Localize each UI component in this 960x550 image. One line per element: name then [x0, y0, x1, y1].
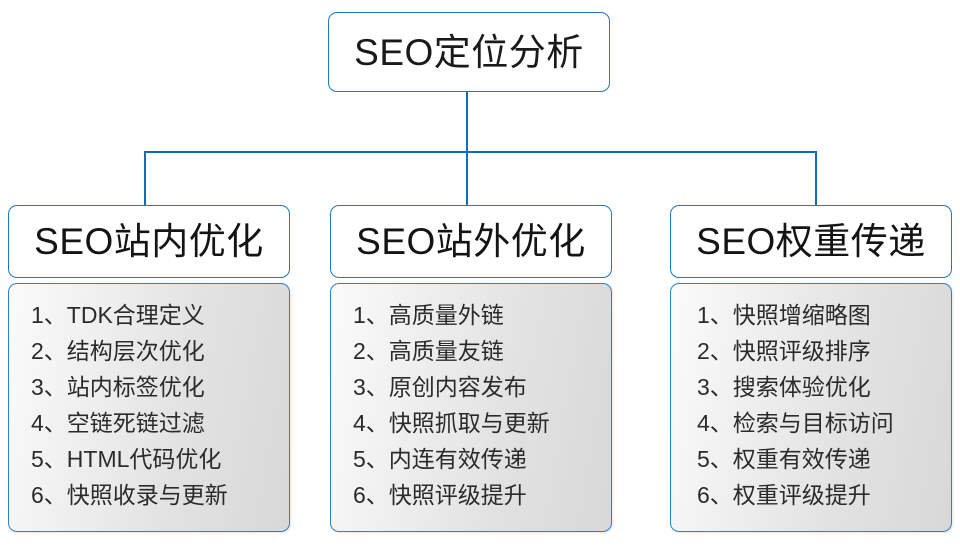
item-index: 4、: [353, 410, 389, 436]
branch-body-1: 1、 TDK合理定义 2、 结构层次优化 3、 站内标签优化 4、 空链死链过滤…: [8, 283, 290, 532]
list-item: 2、 结构层次优化: [31, 333, 289, 369]
item-index: 6、: [31, 482, 67, 508]
connector-branch-vertical-right: [815, 151, 817, 206]
item-index: 1、: [697, 302, 733, 328]
list-item: 1、 高质量外链: [353, 297, 611, 333]
branch-header-label-2: SEO站外优化: [356, 221, 586, 262]
item-index: 1、: [353, 302, 389, 328]
item-index: 3、: [697, 374, 733, 400]
list-item: 3、 站内标签优化: [31, 369, 289, 405]
branch-header-2[interactable]: SEO站外优化: [330, 205, 612, 278]
item-index: 4、: [31, 410, 67, 436]
item-label: 权重有效传递: [732, 446, 871, 472]
list-item: 4、 空链死链过滤: [31, 405, 289, 441]
list-item: 6、 权重评级提升: [697, 477, 951, 513]
branch-header-3[interactable]: SEO权重传递: [670, 205, 952, 278]
item-label: 高质量外链: [388, 302, 504, 328]
list-item: 3、 搜索体验优化: [697, 369, 951, 405]
item-list-2: 1、 高质量外链 2、 高质量友链 3、 原创内容发布 4、 快照抓取与更新 5…: [331, 297, 611, 513]
branch-header-label-3: SEO权重传递: [696, 221, 926, 262]
connector-branch-vertical-mid: [466, 151, 468, 206]
item-index: 3、: [31, 374, 67, 400]
item-label: 权重评级提升: [732, 482, 871, 508]
branch-header-label-1: SEO站内优化: [34, 221, 264, 262]
list-item: 4、 快照抓取与更新: [353, 405, 611, 441]
list-item: 1、 TDK合理定义: [31, 297, 289, 333]
connector-root-vertical: [466, 92, 468, 153]
list-item: 3、 原创内容发布: [353, 369, 611, 405]
item-index: 6、: [697, 482, 733, 508]
list-item: 1、 快照增缩略图: [697, 297, 951, 333]
item-label: 快照抓取与更新: [388, 410, 550, 436]
item-index: 6、: [353, 482, 389, 508]
list-item: 5、 权重有效传递: [697, 441, 951, 477]
item-index: 2、: [697, 338, 733, 364]
list-item: 2、 高质量友链: [353, 333, 611, 369]
item-index: 2、: [31, 338, 67, 364]
item-index: 5、: [31, 446, 67, 472]
branch-body-2: 1、 高质量外链 2、 高质量友链 3、 原创内容发布 4、 快照抓取与更新 5…: [330, 283, 612, 532]
item-label: 站内标签优化: [66, 374, 205, 400]
branch-column-1: SEO站内优化 1、 TDK合理定义 2、 结构层次优化 3、 站内标签优化 4…: [8, 205, 290, 532]
item-index: 2、: [353, 338, 389, 364]
list-item: 5、 内连有效传递: [353, 441, 611, 477]
item-label: 快照增缩略图: [732, 302, 871, 328]
item-label: 快照评级提升: [388, 482, 527, 508]
list-item: 2、 快照评级排序: [697, 333, 951, 369]
item-label: 原创内容发布: [388, 374, 527, 400]
item-label: HTML代码优化: [66, 446, 222, 472]
root-node[interactable]: SEO定位分析: [328, 12, 610, 92]
list-item: 6、 快照收录与更新: [31, 477, 289, 513]
item-index: 4、: [697, 410, 733, 436]
item-label: 搜索体验优化: [732, 374, 871, 400]
item-label: TDK合理定义: [66, 302, 205, 328]
branch-column-2: SEO站外优化 1、 高质量外链 2、 高质量友链 3、 原创内容发布 4、 快: [330, 205, 612, 532]
item-index: 5、: [697, 446, 733, 472]
list-item: 6、 快照评级提升: [353, 477, 611, 513]
item-label: 检索与目标访问: [732, 410, 894, 436]
item-label: 高质量友链: [388, 338, 504, 364]
branch-header-1[interactable]: SEO站内优化: [8, 205, 290, 278]
item-list-3: 1、 快照增缩略图 2、 快照评级排序 3、 搜索体验优化 4、 检索与目标访问…: [671, 297, 951, 513]
item-label: 快照评级排序: [732, 338, 871, 364]
connector-branch-vertical-left: [144, 151, 146, 206]
item-list-1: 1、 TDK合理定义 2、 结构层次优化 3、 站内标签优化 4、 空链死链过滤…: [9, 297, 289, 513]
root-node-title: SEO定位分析: [354, 31, 584, 73]
item-index: 5、: [353, 446, 389, 472]
list-item: 5、 HTML代码优化: [31, 441, 289, 477]
item-index: 3、: [353, 374, 389, 400]
item-label: 结构层次优化: [66, 338, 205, 364]
list-item: 4、 检索与目标访问: [697, 405, 951, 441]
item-label: 内连有效传递: [388, 446, 527, 472]
branch-body-3: 1、 快照增缩略图 2、 快照评级排序 3、 搜索体验优化 4、 检索与目标访问…: [670, 283, 952, 532]
item-label: 快照收录与更新: [66, 482, 228, 508]
branch-column-3: SEO权重传递 1、 快照增缩略图 2、 快照评级排序 3、 搜索体验优化 4、: [670, 205, 952, 532]
connector-horizontal-bus: [144, 151, 816, 153]
item-index: 1、: [31, 302, 67, 328]
item-label: 空链死链过滤: [66, 410, 205, 436]
